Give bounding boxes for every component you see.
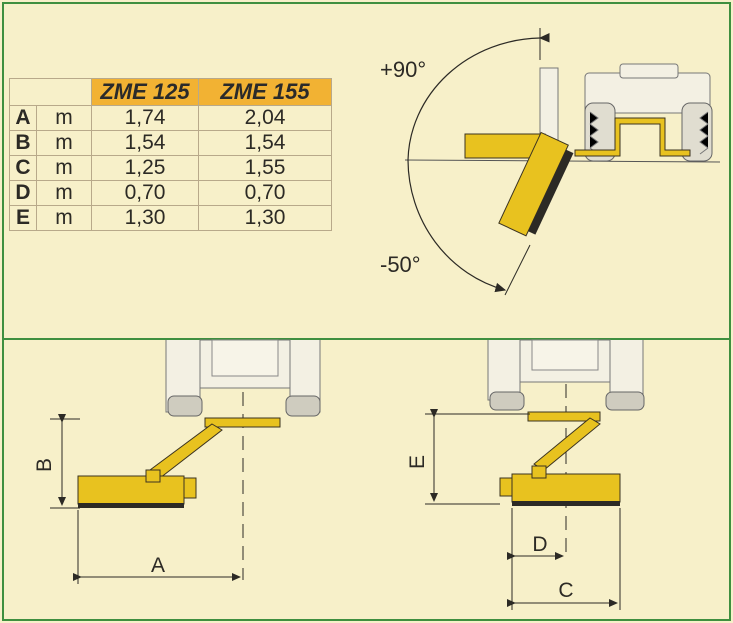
dim-e-label: E [406, 455, 429, 469]
dim-b-label: B [33, 458, 56, 472]
mower-motor [499, 477, 513, 497]
value-zme155: 1,55 [198, 155, 332, 181]
mower-hitch [145, 469, 161, 483]
tractor-right-side [609, 340, 644, 401]
row-letter: B [9, 130, 37, 156]
value-zme155: 1,30 [198, 205, 332, 231]
mower-roller [512, 501, 620, 506]
dim-c-label: C [558, 579, 573, 602]
mower-roller [78, 503, 184, 508]
value-zme125: 1,74 [91, 105, 199, 131]
row-letter: C [9, 155, 37, 181]
section-divider [2, 338, 729, 340]
angle-down-label: -50° [380, 252, 421, 277]
row-letter: D [9, 180, 37, 206]
table-row: B m 1,54 1,54 [9, 130, 332, 156]
mower-arm [574, 117, 691, 157]
angle-arc-down [407, 159, 507, 293]
rear-view-right: E D C [406, 339, 645, 610]
header-blank-cell [9, 78, 92, 106]
value-zme125: 1,30 [91, 205, 199, 231]
table-row: A m 1,74 2,04 [9, 105, 332, 131]
mower-blade [528, 149, 574, 235]
angle-arc-up [407, 32, 550, 161]
wheel-right [285, 395, 321, 417]
arm-mount [204, 417, 281, 428]
wheel-right [605, 391, 645, 411]
header-model-zme125: ZME 125 [91, 78, 199, 106]
table-row: C m 1,25 1,55 [9, 155, 332, 181]
side-view-drawing: +90° -50° [380, 28, 721, 296]
mower-body [511, 473, 621, 503]
mower-motor [183, 477, 197, 499]
table-row: E m 1,30 1,30 [9, 205, 332, 231]
wheel-left [489, 391, 525, 411]
table-header-row: ZME 125 ZME 155 [9, 78, 332, 106]
tractor-rear-inner [531, 339, 599, 371]
row-unit: m [36, 130, 92, 156]
value-zme125: 0,70 [91, 180, 199, 206]
dim-d-label: D [532, 533, 547, 556]
tractor-left-side [487, 340, 521, 401]
angle-up-label: +90° [380, 57, 426, 82]
value-zme155: 2,04 [198, 105, 332, 131]
arm-boom [533, 417, 601, 471]
tractor-hood [619, 63, 679, 79]
arm-mount [527, 411, 601, 422]
value-zme155: 1,54 [198, 130, 332, 156]
row-unit: m [36, 205, 92, 231]
tractor-rear-inner [211, 339, 279, 377]
value-zme125: 1,54 [91, 130, 199, 156]
dim-a-label: A [151, 554, 165, 577]
rear-view-left: B A [33, 339, 321, 584]
tilt-reference [504, 244, 531, 296]
arm-boom [149, 423, 223, 479]
dimensions-table: ZME 125 ZME 155 A m 1,74 2,04 B m 1,54 1… [9, 78, 332, 231]
row-unit: m [36, 180, 92, 206]
wheel-left [167, 395, 203, 417]
mower-body [77, 475, 185, 505]
mower-hitch [531, 465, 547, 479]
